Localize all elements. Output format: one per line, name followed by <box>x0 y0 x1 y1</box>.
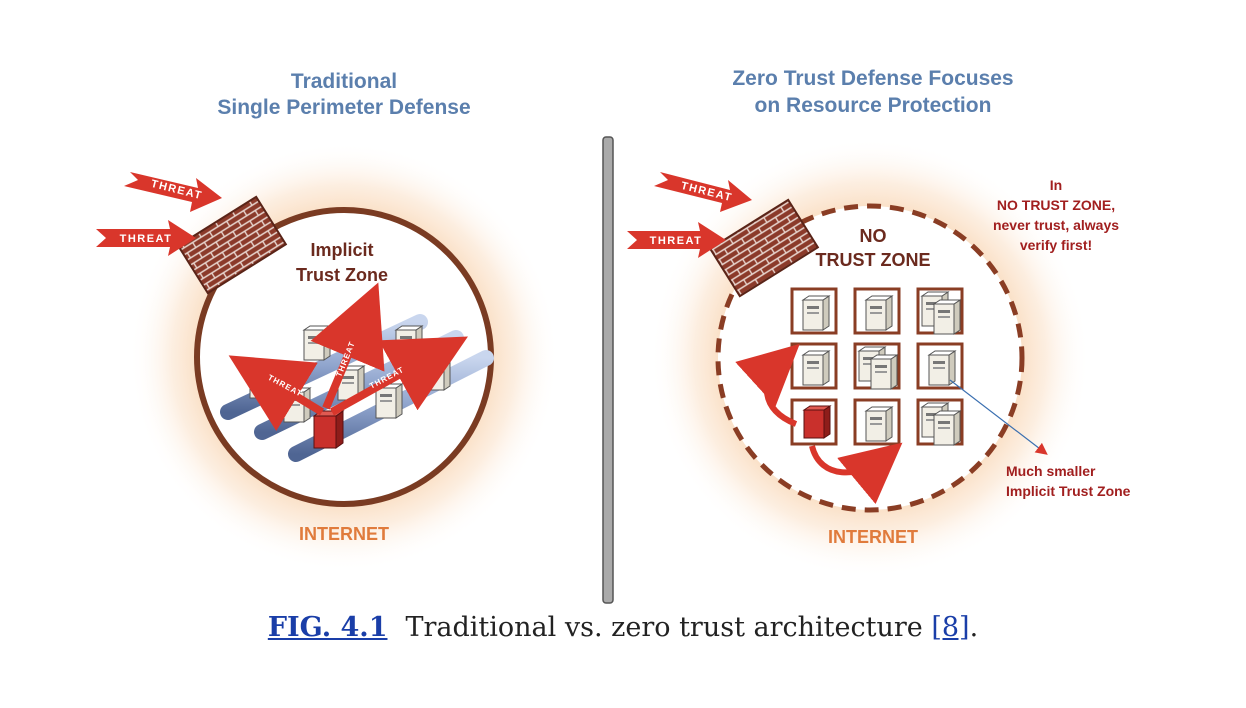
caption-text: Traditional vs. zero trust architecture <box>405 612 923 643</box>
threat-arrow-icon <box>124 172 222 212</box>
caption-trailing: . <box>969 612 979 643</box>
figure-caption: FIG. 4.1 Traditional vs. zero trust archi… <box>0 612 1246 643</box>
server-icon <box>395 325 423 361</box>
internet-label: INTERNET <box>828 527 918 547</box>
threat-arrow-icon <box>627 222 726 258</box>
blocked-threat-arrows <box>735 343 903 505</box>
right-title-line1: Zero Trust Defense Focuses <box>732 67 1013 90</box>
server-icon <box>865 406 893 442</box>
smaller-zone-line1: Much smaller <box>1006 463 1096 479</box>
pointer-line <box>949 379 1048 455</box>
right-title-line2: on Resource Protection <box>755 94 992 117</box>
threat-label: THREAT <box>150 178 204 202</box>
figure-label-link[interactable]: FIG. 4.1 <box>267 612 388 643</box>
compromised-server-icon <box>312 410 345 449</box>
firewall-brick-icon <box>176 195 288 295</box>
threat-label: THREAT <box>650 235 703 247</box>
threat-arrow-icon <box>654 172 752 212</box>
note-line: In <box>1050 177 1062 193</box>
right-panel: Zero Trust Defense Focuses on Resource P… <box>627 67 1131 578</box>
server-icon <box>933 410 961 446</box>
server-icon <box>303 325 331 361</box>
server-icon <box>802 350 830 386</box>
internet-label: INTERNET <box>299 524 389 544</box>
zone-label-line1: NO <box>860 226 887 246</box>
left-title-line2: Single Perimeter Defense <box>217 96 470 119</box>
server-icon <box>870 354 898 390</box>
left-title-line1: Traditional <box>291 70 397 93</box>
reference-link[interactable]: [8] <box>931 612 970 643</box>
server-icon <box>865 295 893 331</box>
threat-label: THREAT <box>680 180 734 204</box>
left-panel: Traditional Single Perimeter Defense <box>96 70 559 572</box>
zone-label-line2: TRUST ZONE <box>816 250 931 270</box>
zone-label-line2: Trust Zone <box>296 265 388 285</box>
smaller-zone-line2: Implicit Trust Zone <box>1006 483 1131 499</box>
note-line: never trust, always <box>993 217 1119 233</box>
note-line: NO TRUST ZONE, <box>997 197 1115 213</box>
server-icon <box>928 350 956 386</box>
firewall-brick-icon <box>708 198 820 298</box>
threat-arrow-icon <box>96 220 196 256</box>
server-icon <box>933 299 961 335</box>
server-icon <box>802 295 830 331</box>
threat-label: THREAT <box>120 233 173 245</box>
zone-label-line1: Implicit <box>310 240 373 260</box>
zero-trust-note: In NO TRUST ZONE, never trust, always ve… <box>993 177 1119 253</box>
note-line: verify first! <box>1020 237 1092 253</box>
panel-divider <box>602 136 614 604</box>
compromised-server-icon <box>802 405 832 439</box>
